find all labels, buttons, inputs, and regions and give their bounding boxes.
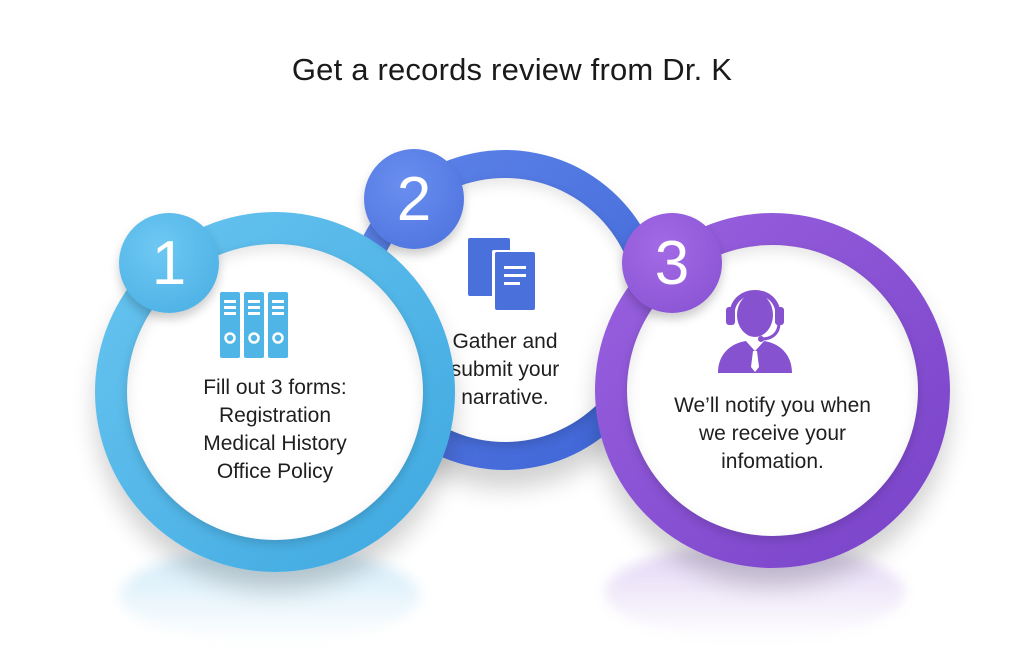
step-1-line: Registration: [218, 404, 332, 427]
step-1-line: Office Policy: [216, 460, 334, 483]
step-2-line: Gather and: [452, 330, 558, 353]
step-1-line: Medical History: [203, 432, 347, 455]
step-3-line: we receive your: [698, 422, 847, 445]
step-2-number-badge: 2: [364, 149, 464, 249]
step-2-text: Gather and submit your narrative.: [400, 328, 610, 412]
support-agent-icon: [712, 275, 798, 375]
step-2-line: submit your: [450, 358, 560, 381]
step-1-line: Fill out 3 forms:: [203, 376, 347, 399]
step-3-text: We’ll notify you when we receive your in…: [630, 392, 915, 476]
binders-icon: [218, 290, 290, 360]
step-3-line: We’ll notify you when: [674, 394, 871, 417]
page-title: Get a records review from Dr. K: [291, 52, 733, 87]
step-1-text: Fill out 3 forms: Registration Medical H…: [145, 374, 405, 486]
step-1-number-badge: 1: [119, 213, 219, 313]
step-3-number-badge: 3: [622, 213, 722, 313]
step-3-line: infomation.: [721, 450, 824, 473]
step-2-line: narrative.: [461, 386, 549, 409]
documents-icon: [466, 236, 546, 316]
